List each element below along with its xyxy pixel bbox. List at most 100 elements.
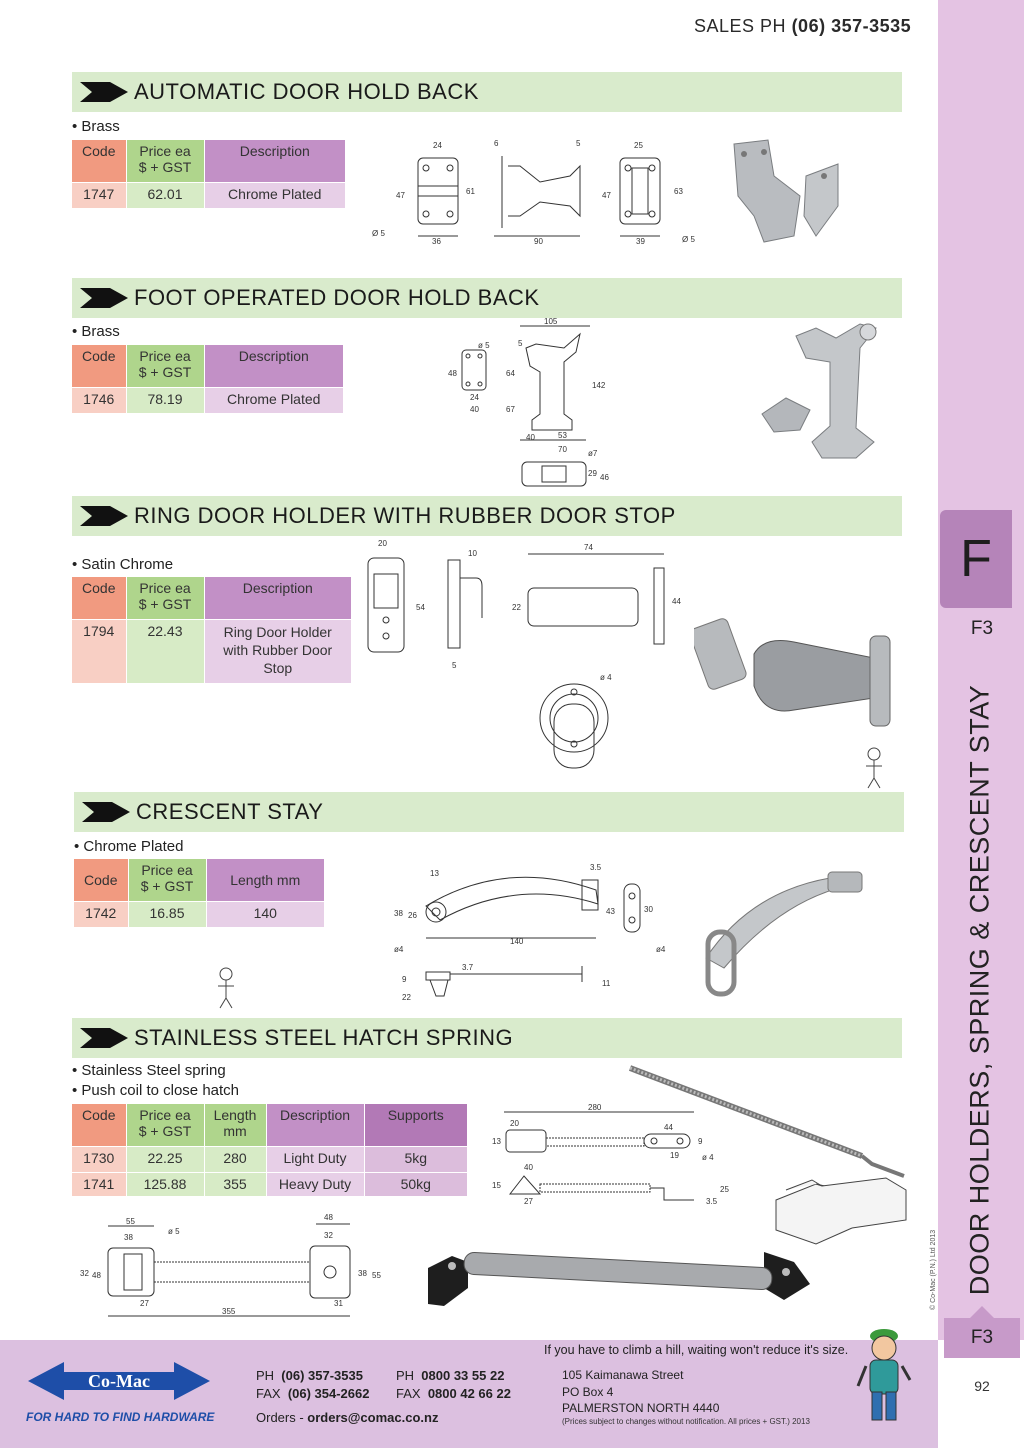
col-header-description: Description (204, 577, 352, 619)
dim-label: 32 (80, 1269, 89, 1278)
hatch-spring-heavy-photo (428, 1251, 810, 1306)
col-header-code: Code (72, 1104, 127, 1146)
col-header-code: Code (74, 859, 129, 901)
section-letter-tab[interactable]: F (940, 510, 1012, 608)
dim-label: 38 (358, 1269, 367, 1278)
dim-label: 44 (672, 597, 681, 606)
dim-label: 38 (394, 909, 403, 918)
cell-length: 355 (204, 1171, 267, 1196)
foot-hold-back-photo (761, 323, 877, 459)
footer-phone: PH (06) 357-3535 (256, 1368, 363, 1383)
sales-number: (06) 357-3535 (791, 16, 912, 36)
bullet-usage: • Push coil to close hatch (72, 1082, 240, 1099)
dim-label: 90 (534, 237, 543, 246)
dim-label: 54 (416, 603, 425, 612)
dim-label: 24 (433, 141, 442, 150)
auto-hold-back-photo (733, 139, 839, 243)
dim-label: 22 (402, 993, 411, 1002)
fax-label: FAX (396, 1386, 421, 1401)
dim-label: 30 (644, 905, 653, 914)
cell-description: Chrome Plated (204, 386, 344, 413)
footer-fax: FAX (06) 354-2662 (256, 1386, 369, 1401)
footer (0, 1340, 938, 1448)
section-bar-hatch-spring: STAINLESS STEEL HATCH SPRING (72, 1018, 902, 1058)
product-table: Code Price ea $ + GST Description 1746 7… (72, 345, 344, 413)
price-note: (Prices subject to changes without notif… (562, 1417, 810, 1426)
section-title: RING DOOR HOLDER WITH RUBBER DOOR STOP (134, 503, 676, 528)
dim-label: ø4 (656, 945, 666, 954)
freephone-number[interactable]: 0800 33 55 22 (421, 1368, 505, 1383)
phone-number[interactable]: (06) 357-3535 (281, 1368, 363, 1383)
dim-label: 19 (670, 1151, 679, 1160)
dim-label: 47 (396, 191, 405, 200)
cell-price: 22.25 (126, 1145, 205, 1172)
auto-hold-back-diagram: 24 47 61 6 5 90 25 47 63 36 39 Ø 5 Ø 5 (372, 139, 695, 246)
dim-label: 43 (606, 907, 615, 916)
col-header-description: Description (204, 140, 346, 182)
col-header-price: Price ea $ + GST (126, 577, 205, 619)
dim-label: 280 (588, 1103, 602, 1112)
cell-length: 280 (204, 1145, 267, 1172)
col-header-price: Price ea $ + GST (128, 859, 207, 901)
copyright-note: © Co-Mac (P.N.) Ltd 2013 (930, 1229, 937, 1310)
section-title: FOOT OPERATED DOOR HOLD BACK (134, 285, 540, 310)
bullet-material: • Chrome Plated (74, 838, 184, 855)
dim-label: 55 (372, 1271, 381, 1280)
dim-label: ø4 (394, 945, 404, 954)
dim-label: 74 (584, 543, 593, 552)
dim-label: 44 (664, 1123, 673, 1132)
dim-label: 9 (402, 975, 407, 984)
dim-label: Ø 5 (372, 229, 385, 238)
dim-label: 20 (378, 539, 387, 548)
dim-label: 40 (526, 433, 535, 442)
arrow-icon (82, 802, 130, 822)
cell-code: 1746 (72, 386, 127, 413)
cell-code: 1742 (74, 900, 129, 927)
dim-label: ø 4 (702, 1153, 714, 1162)
dim-label: 9 (698, 1137, 703, 1146)
brand-tagline: FOR HARD TO FIND HARDWARE (26, 1410, 215, 1424)
vertical-section-title: DOOR HOLDERS, SPRING & CRESCENT STAY (964, 684, 995, 1296)
footer-freephone: PH 0800 33 55 22 (396, 1368, 504, 1383)
dim-label: 3.7 (462, 963, 474, 972)
dim-label: 38 (124, 1233, 133, 1242)
col-header-length: Length mm (204, 1104, 267, 1146)
table-row: 1746 78.19 Chrome Plated (72, 386, 344, 413)
dim-label: 6 (494, 139, 499, 148)
col-header-description: Description (266, 1104, 365, 1146)
cell-description: Heavy Duty (266, 1171, 365, 1196)
table-row: 1730 22.25 280 Light Duty 5kg (72, 1145, 468, 1172)
cell-supports: 5kg (364, 1145, 468, 1172)
col-header-supports: Supports (364, 1104, 468, 1146)
comac-logo[interactable]: Co-Mac (24, 1356, 214, 1406)
bullet-material: • Satin Chrome (72, 556, 174, 573)
cell-code: 1747 (72, 181, 127, 208)
dim-label: 105 (544, 318, 558, 326)
dim-label: ø7 (588, 449, 598, 458)
orders-email-link[interactable]: orders@comac.co.nz (307, 1410, 439, 1425)
ring-door-holder-diagram: 20 10 74 54 22 44 5 ø 4 (367, 539, 681, 769)
dim-label: 10 (468, 549, 477, 558)
table-row: 1742 16.85 140 (74, 900, 325, 927)
dim-label: 61 (466, 187, 475, 196)
cell-code: 1730 (72, 1145, 127, 1172)
dim-label: 25 (634, 141, 643, 150)
dim-label: ø 4 (600, 673, 612, 682)
dim-label: 46 (600, 473, 609, 482)
dim-label: 47 (602, 191, 611, 200)
phone-label: PH (256, 1368, 275, 1383)
footer-tagline: If you have to climb a hill, waiting won… (544, 1343, 849, 1357)
dim-label: 48 (448, 369, 457, 378)
table-row: 1747 62.01 Chrome Plated (72, 181, 346, 208)
address-city: PALMERSTON NORTH 4440 (562, 1401, 720, 1415)
col-header-price: Price ea $ + GST (126, 1104, 205, 1146)
mascot-sketch-icon (218, 967, 234, 1009)
page-tab[interactable]: F3 (944, 1306, 1020, 1358)
dim-label: 63 (674, 187, 683, 196)
dim-label: 70 (558, 445, 567, 454)
dim-label: 26 (408, 911, 417, 920)
logo-text: Co-Mac (88, 1371, 150, 1391)
arrow-icon (80, 1028, 128, 1048)
bullet-material: • Brass (72, 323, 120, 340)
dim-label: ø 5 (478, 341, 490, 350)
